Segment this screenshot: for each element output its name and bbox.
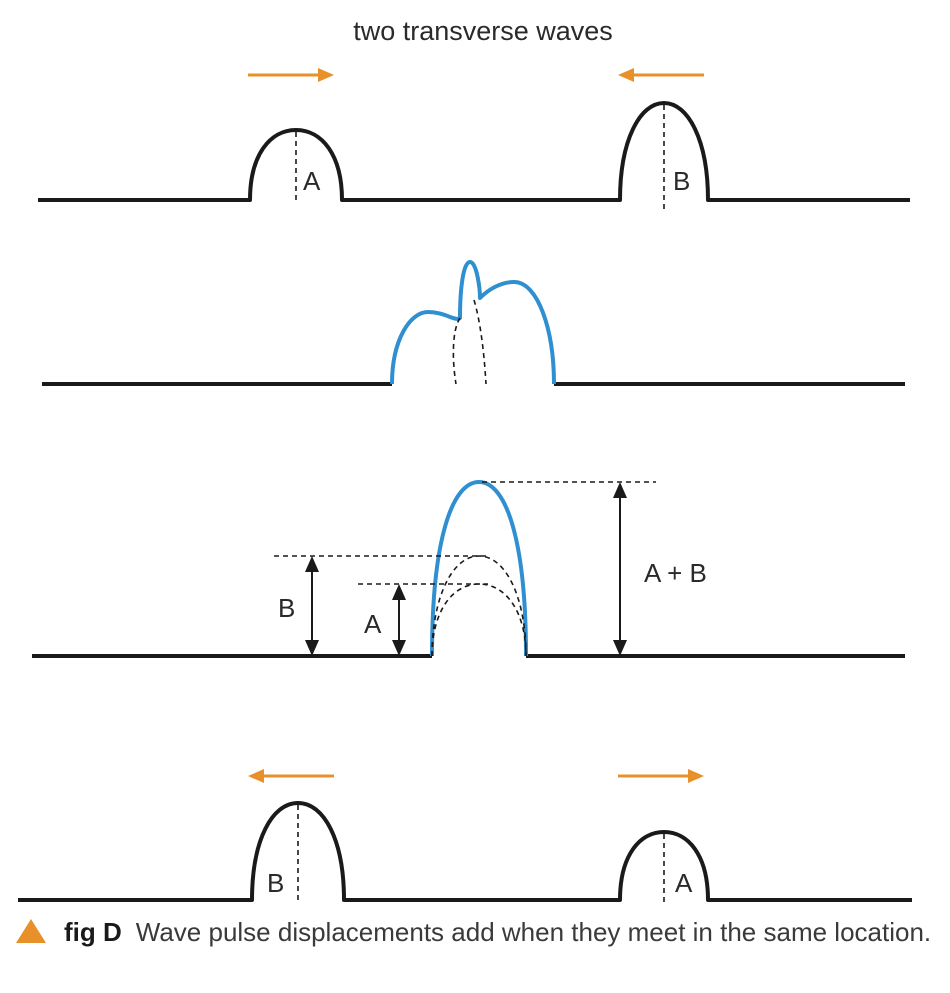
caption-text: Wave pulse displacements add when they m…: [135, 917, 932, 947]
row-full-overlap: A + B B A: [32, 480, 905, 658]
arrowhead-left-icon: [618, 68, 634, 82]
diagram-title: two transverse waves: [353, 16, 613, 46]
arrowhead-right-icon: [318, 68, 334, 82]
hidden-pulse-b-row2: [452, 317, 461, 385]
pulse-a-label-row4: A: [675, 868, 693, 898]
sum-arrowhead-down-icon: [613, 640, 627, 656]
pulse-b-outline-row3: [431, 555, 527, 657]
a-amplitude-label: A: [364, 609, 382, 639]
a-arrowhead-up-icon: [392, 584, 406, 600]
b-arrowhead-up-icon: [305, 556, 319, 572]
row-separating: B A: [18, 769, 912, 904]
sum-label: A + B: [644, 558, 707, 588]
b-amplitude-label: B: [278, 593, 295, 623]
string-with-pulses-row4: [18, 801, 912, 902]
combined-pulse-row3: [430, 480, 528, 657]
figure-caption: fig D Wave pulse displacements add when t…: [16, 914, 936, 950]
string-with-pulses-row1: [38, 101, 910, 202]
sum-arrowhead-up-icon: [613, 482, 627, 498]
row-overlapping: [42, 260, 905, 386]
hidden-pulse-a-row2: [473, 299, 487, 385]
arrowhead-right-icon-row4: [688, 769, 704, 783]
pulse-b-label-row4: B: [267, 868, 284, 898]
a-arrowhead-down-icon: [392, 640, 406, 656]
combined-pulse-row2: [390, 260, 556, 385]
pulse-a-outline-row3: [431, 583, 527, 657]
triangle-icon: [16, 919, 46, 943]
figure-number: fig D: [64, 917, 122, 947]
b-arrowhead-down-icon: [305, 640, 319, 656]
pulse-a-label: A: [303, 166, 321, 196]
arrowhead-left-icon-row4: [248, 769, 264, 783]
pulse-b-label: B: [673, 166, 690, 196]
row-approaching: A B: [38, 68, 910, 210]
